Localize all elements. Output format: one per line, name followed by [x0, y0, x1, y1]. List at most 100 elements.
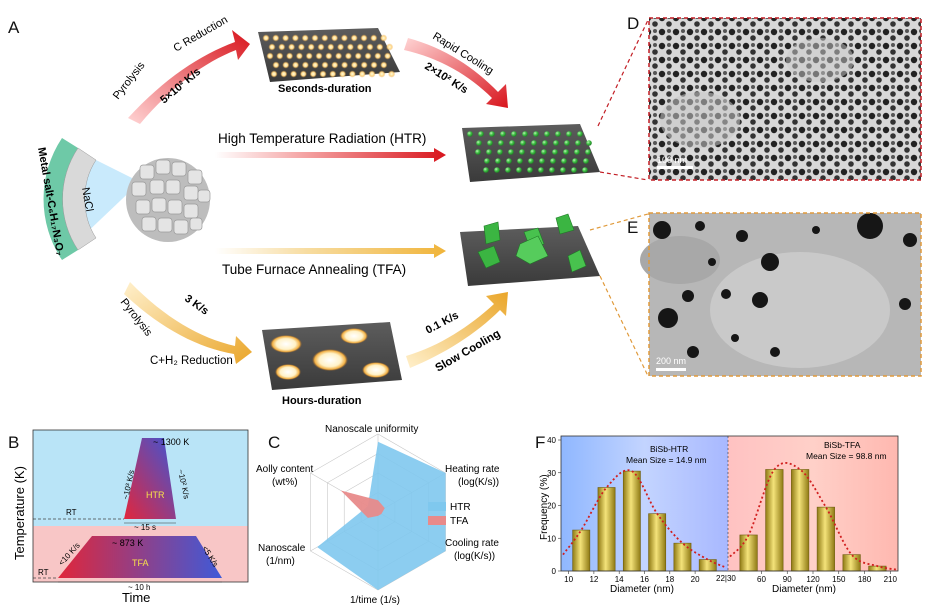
nanoparticle — [508, 149, 514, 155]
glowing-particle — [268, 43, 276, 51]
radar-axis-4a: Nanoscale — [258, 543, 306, 554]
histogram-bar — [698, 559, 717, 572]
nanoparticle — [483, 167, 489, 173]
y-tick-label: 10 — [547, 534, 556, 543]
radar-axis-5b: (wt%) — [272, 477, 298, 488]
glowing-particle — [331, 61, 339, 69]
nanoparticle — [517, 158, 523, 164]
htr-hist-title: BiSb-HTR — [650, 444, 688, 454]
nanoparticle — [585, 149, 591, 155]
scale-bar-e — [656, 368, 686, 371]
htr-arrow — [215, 148, 446, 162]
slow-cooling-arrow — [406, 292, 508, 368]
radar-tfa-area — [340, 490, 385, 518]
x-tick-label: 60 — [757, 575, 766, 584]
tfa-hist-xlabel: Diameter (nm) — [772, 584, 836, 595]
htr-peak-label: ~ 1300 K — [153, 437, 189, 447]
y-tick-label: 40 — [547, 436, 556, 445]
slow-heating-arrow — [124, 282, 252, 364]
htr-product-slab — [462, 124, 600, 182]
top-step1-label: Pyrolysis — [111, 59, 148, 101]
histogram-bar — [739, 534, 758, 572]
glowing-particle — [364, 52, 372, 60]
nanoparticle — [566, 131, 572, 137]
nanoparticle — [533, 131, 539, 137]
nanoparticle — [522, 131, 528, 137]
glowing-particle — [270, 70, 278, 78]
legend-htr-label: HTR — [450, 502, 471, 513]
nanoparticle — [586, 140, 592, 146]
glowing-particle — [360, 61, 368, 69]
glowing-particle — [348, 70, 356, 78]
glowing-particle — [262, 34, 270, 42]
nanoparticle — [583, 158, 589, 164]
nanoparticle — [516, 167, 522, 173]
glowing-particle — [388, 70, 396, 78]
bot-rate1-label: 3 K/s — [182, 293, 210, 318]
legend-htr-swatch — [428, 502, 446, 511]
glowing-particle — [339, 70, 347, 78]
x-tick-label: 150 — [832, 575, 846, 584]
nanoparticle — [574, 149, 580, 155]
nanoparticle — [531, 140, 537, 146]
nanoparticle — [475, 149, 481, 155]
panel-c-radar — [310, 433, 446, 591]
rt-label-htr: RT — [66, 508, 77, 517]
x-tick-label: 210 — [884, 575, 898, 584]
nanoparticle — [505, 167, 511, 173]
glowing-particle — [341, 61, 349, 69]
glowing-particle — [301, 61, 309, 69]
htr-name-label: HTR — [146, 490, 165, 500]
panel-label-a: A — [8, 18, 20, 37]
legend-tfa-swatch — [428, 516, 446, 525]
glowing-particle — [350, 61, 358, 69]
tfa-label: Tube Furnace Annealing (TFA) — [222, 262, 406, 277]
glowing-particle — [291, 34, 299, 42]
tfa-hist-title: BiSb-TFA — [824, 440, 861, 450]
glowing-particle — [346, 43, 354, 51]
nanoparticle — [542, 140, 548, 146]
glowing-particle — [354, 52, 362, 60]
htr-hist-xlabel: Diameter (nm) — [610, 584, 674, 595]
x-tick-label: 14 — [615, 575, 624, 584]
glowing-particle — [307, 43, 315, 51]
glowing-particle — [290, 70, 298, 78]
glowing-particle — [272, 61, 280, 69]
precursor-shell — [43, 138, 78, 260]
histogram-bar — [622, 470, 641, 572]
radar-axis-1a: Heating rate — [445, 464, 500, 475]
glowing-particle — [305, 52, 313, 60]
tfa-arrow — [215, 244, 446, 258]
nanoparticle — [484, 158, 490, 164]
connector-d-top — [597, 19, 649, 127]
rt-label-tfa: RT — [38, 568, 49, 577]
precursor-group: Metal salt-C₆H₁₇N₃O₇ NaCl — [35, 138, 211, 260]
glowing-particle — [286, 52, 294, 60]
hist-split-label: 22|30 — [716, 574, 736, 583]
scale-bar-d — [657, 166, 693, 169]
x-tick-label: 180 — [858, 575, 872, 584]
tfa-hist-annotation: Mean Size = 98.8 nm — [806, 451, 887, 461]
nanoparticle — [511, 131, 517, 137]
radar-axis-2b: (log(K/s)) — [454, 551, 495, 562]
nanoparticle — [495, 158, 501, 164]
nanoparticle — [520, 140, 526, 146]
bot-step2-label: C+H₂ Reduction — [150, 355, 233, 367]
glowing-particle — [276, 52, 284, 60]
glowing-particle — [360, 34, 368, 42]
nanoparticle — [560, 167, 566, 173]
scale-label-d: 100 nm — [657, 155, 687, 165]
glowing-particle — [288, 43, 296, 51]
y-tick-label: 20 — [547, 502, 556, 511]
seconds-slab — [258, 28, 400, 82]
glowing-particle — [266, 52, 274, 60]
nanoparticle — [489, 131, 495, 137]
radar-axis-4b: (1/nm) — [266, 556, 295, 567]
glowing-particle — [366, 43, 374, 51]
htr-fit-curve — [562, 469, 727, 569]
glowing-particle — [380, 61, 388, 69]
htr-label: High Temperature Radiation (HTR) — [218, 131, 426, 146]
nanoparticle — [500, 131, 506, 137]
glowing-particle — [321, 61, 329, 69]
